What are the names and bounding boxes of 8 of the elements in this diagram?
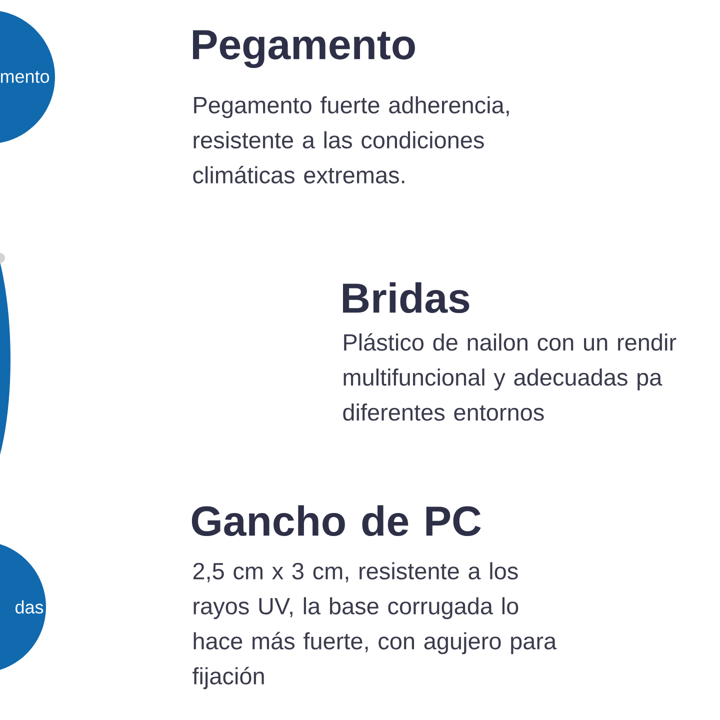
heading: Pegamento [193, 30, 415, 68]
heading: Bridas [343, 282, 470, 314]
circle-badge: mento [0, 10, 55, 144]
circle-badge: das [0, 541, 46, 673]
heading: Gancho de PC [192, 505, 481, 536]
description-text: Plástico de nailon con un rendir multifuncional y adecuadas pa diferentes entornos [343, 333, 676, 421]
description-text: 2,5 cm x 3 cm, resistente a los rayos UV, la base corrugada lo hace más fuerte, con agujero para fijación [192, 562, 557, 690]
description-text: Pegamento fuerte adherencia, resistente a las condiciones climáticas extremas. [193, 96, 509, 184]
